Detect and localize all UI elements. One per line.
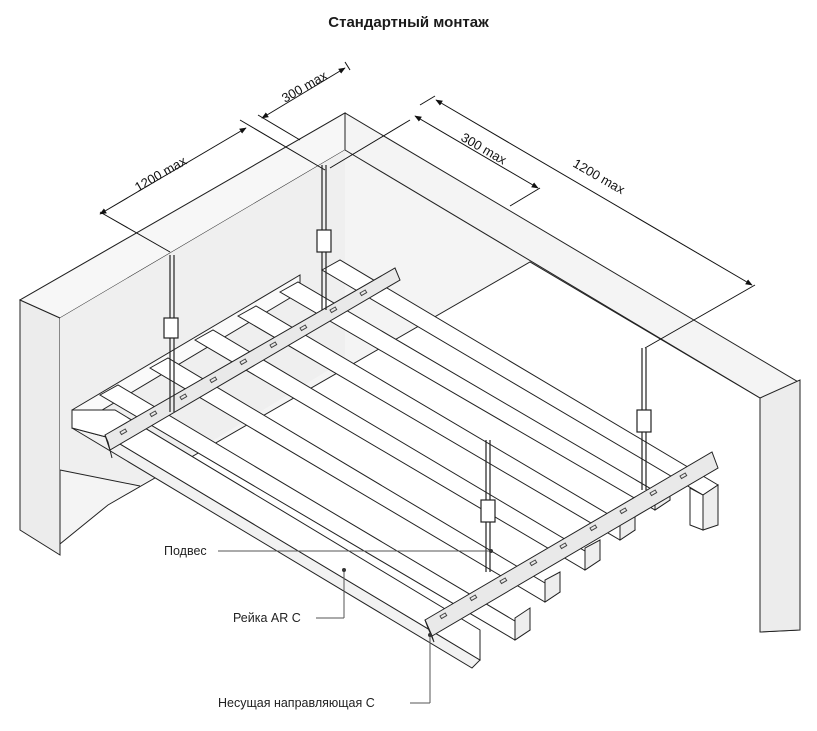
dim-right-offset: 300 max bbox=[459, 130, 510, 168]
dim-right-span: 1200 max bbox=[571, 156, 628, 198]
right-wall bbox=[759, 379, 801, 633]
rail bbox=[514, 607, 531, 641]
dim-left-span: 1200 max bbox=[132, 153, 189, 195]
hanger bbox=[636, 348, 652, 490]
carrier-rail-front bbox=[424, 451, 719, 643]
hanger-group bbox=[163, 165, 652, 572]
callout-lines bbox=[218, 550, 491, 704]
left-wall bbox=[19, 299, 61, 556]
hanger bbox=[480, 440, 496, 572]
page-title: Стандартный монтаж bbox=[328, 14, 489, 31]
carrier-callout-dot bbox=[428, 633, 432, 637]
callout-rail: Рейка AR C bbox=[233, 611, 301, 625]
rail-group bbox=[71, 259, 719, 669]
callout-carrier: Несущая направляющая С bbox=[218, 696, 375, 710]
rail bbox=[71, 409, 481, 661]
dimension-lines bbox=[99, 61, 756, 349]
hanger bbox=[163, 255, 179, 412]
rail bbox=[584, 539, 601, 571]
rail-callout-dot bbox=[342, 568, 346, 572]
dim-left-offset: 300 max bbox=[279, 67, 330, 105]
rail bbox=[544, 571, 561, 603]
hanger-callout-dot bbox=[489, 549, 493, 553]
callout-hanger: Подвес bbox=[164, 544, 207, 558]
rail bbox=[320, 259, 719, 496]
hanger bbox=[316, 165, 332, 310]
carrier-rail-back bbox=[104, 267, 401, 459]
